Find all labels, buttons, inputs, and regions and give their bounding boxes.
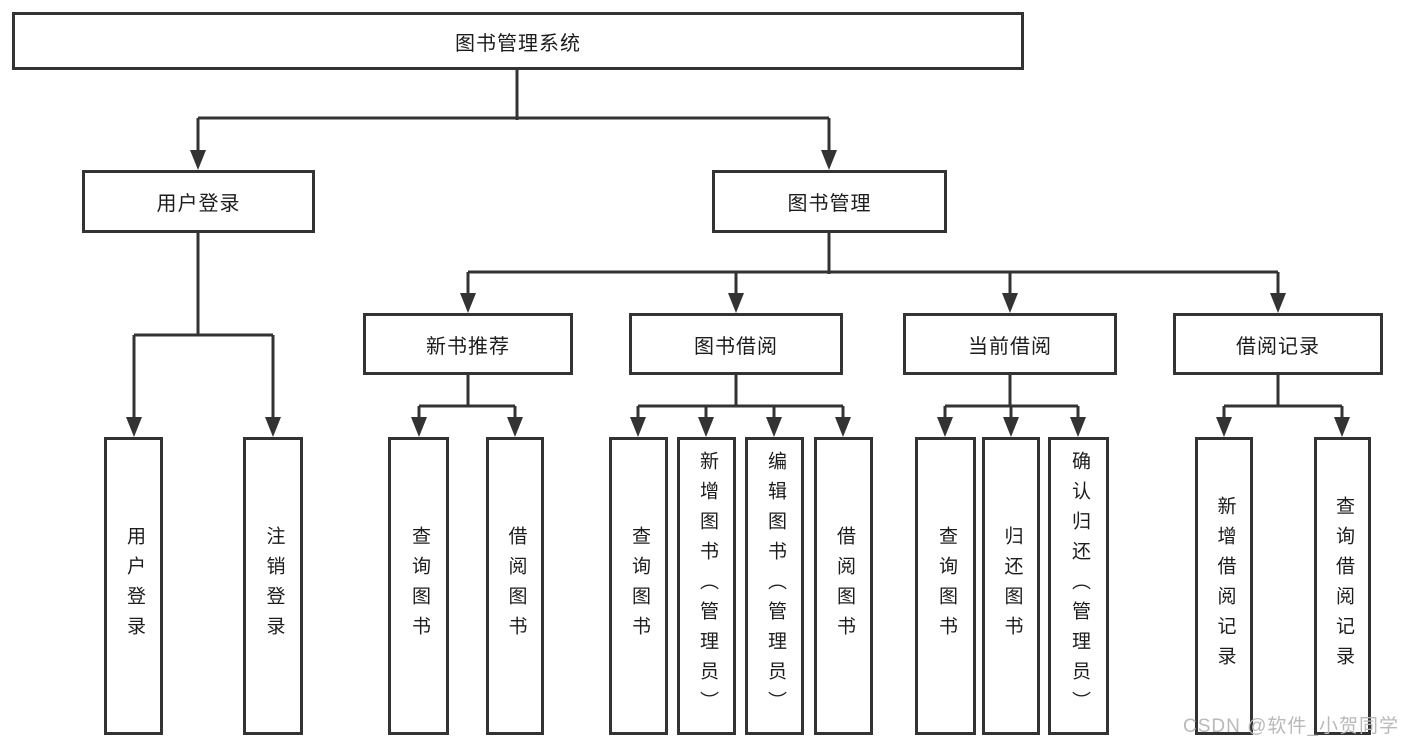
node-label: 图书管理 bbox=[787, 193, 872, 215]
node-label: 用户登录 bbox=[156, 193, 241, 215]
leaf-query-borrow-record: 查询借阅记录 bbox=[1314, 437, 1371, 735]
leaf-label: 借阅图书 bbox=[833, 526, 855, 646]
node-label: 图书借阅 bbox=[694, 335, 778, 358]
leaf-label: 查询图书 bbox=[935, 526, 957, 646]
leaf-label: 归还图书 bbox=[1001, 526, 1023, 646]
node-label: 图书管理系统 bbox=[455, 32, 581, 55]
node-label: 新书推荐 bbox=[426, 335, 510, 358]
node-label: 借阅记录 bbox=[1236, 335, 1320, 358]
leaf-return-books: 归还图书 bbox=[982, 437, 1040, 735]
leaf-label: 用户登录 bbox=[123, 526, 145, 646]
leaf-user-login: 用户登录 bbox=[104, 437, 163, 735]
leaf-label: 借阅图书 bbox=[505, 526, 527, 646]
leaf-query-books-current: 查询图书 bbox=[915, 437, 976, 735]
node-borrow-records: 借阅记录 bbox=[1173, 313, 1383, 375]
node-book-borrow: 图书借阅 bbox=[629, 313, 843, 375]
leaf-label: 查询图书 bbox=[628, 526, 650, 646]
watermark: CSDN @软件_小贺同学 bbox=[1183, 716, 1399, 737]
node-book-management: 图书管理 bbox=[712, 170, 947, 233]
node-new-book-recommend: 新书推荐 bbox=[363, 313, 573, 375]
leaf-add-books-admin: 新增图书（管理员） bbox=[677, 437, 736, 735]
leaf-label: 查询图书 bbox=[408, 526, 430, 646]
leaf-label: 注销登录 bbox=[263, 526, 285, 646]
leaf-label: 新增借阅记录 bbox=[1214, 496, 1236, 676]
leaf-edit-books-admin: 编辑图书（管理员） bbox=[745, 437, 804, 735]
node-label: 当前借阅 bbox=[968, 335, 1052, 358]
leaf-label: 新增图书（管理员） bbox=[696, 451, 718, 721]
leaf-query-books-recommend: 查询图书 bbox=[388, 437, 449, 735]
leaf-logout: 注销登录 bbox=[243, 437, 303, 735]
leaf-label: 编辑图书（管理员） bbox=[764, 451, 786, 721]
leaf-add-borrow-record: 新增借阅记录 bbox=[1195, 437, 1253, 735]
node-book-management-system: 图书管理系统 bbox=[12, 12, 1024, 70]
leaf-label: 查询借阅记录 bbox=[1332, 496, 1354, 676]
leaf-confirm-return-admin: 确认归还（管理员） bbox=[1048, 437, 1109, 735]
leaf-label: 确认归还（管理员） bbox=[1068, 451, 1090, 721]
leaf-borrow-books: 借阅图书 bbox=[814, 437, 873, 735]
leaf-borrow-books-recommend: 借阅图书 bbox=[486, 437, 544, 735]
leaf-query-books-borrow: 查询图书 bbox=[609, 437, 668, 735]
node-current-borrow: 当前借阅 bbox=[903, 313, 1117, 375]
node-user-login: 用户登录 bbox=[82, 170, 315, 233]
